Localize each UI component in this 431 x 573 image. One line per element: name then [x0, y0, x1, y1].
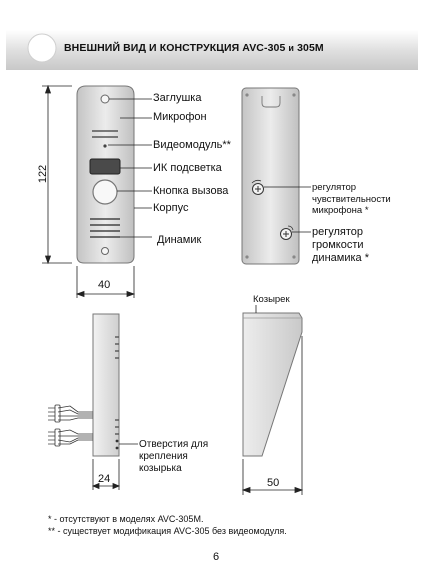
label-mic: Микрофон	[153, 111, 207, 123]
visor-width-label: 50	[267, 477, 280, 489]
side-width-dimension	[91, 459, 121, 490]
height-dimension	[42, 84, 72, 265]
mic-regulator-label: регулятор чувствительности микрофона *	[312, 182, 391, 216]
height-dim-label: 122	[37, 164, 50, 184]
mic-slots-icon	[92, 130, 118, 138]
call-button-icon	[92, 179, 118, 205]
front-panel	[76, 85, 135, 264]
ir-window-icon	[89, 158, 121, 175]
label-video-module: Видеомодуль**	[153, 139, 231, 151]
footnote-1: * - отсутствуют в моделях AVC-305M.	[48, 514, 204, 524]
video-module-icon	[103, 144, 107, 148]
label-ir: ИК подсветка	[153, 162, 222, 174]
footnote-2: ** - существует модификация AVC-305 без …	[48, 526, 287, 536]
side-panel	[92, 313, 120, 457]
speaker-regulator-label: регулятор громкости динамика *	[312, 226, 369, 264]
front-width-label: 40	[98, 279, 111, 291]
bottom-screw-icon	[101, 247, 109, 255]
visor-title: Козырек	[253, 294, 290, 305]
speaker-regulator-icon	[280, 225, 294, 240]
page-title: ВНЕШНИЙ ВИД И КОНСТРУКЦИЯ AVC-305 и 305M	[64, 42, 324, 54]
label-speaker: Динамик	[157, 234, 202, 246]
visor-panel	[242, 312, 303, 457]
speaker-grille-icon	[90, 218, 120, 238]
visor-width-dimension	[241, 336, 304, 495]
front-leaders	[108, 98, 152, 238]
back-panel	[241, 87, 300, 265]
section-header: ВНЕШНИЙ ВИД И КОНСТРУКЦИЯ AVC-305 и 305M	[6, 26, 418, 70]
header-circle-icon	[27, 33, 57, 63]
side-width-label: 24	[98, 473, 111, 485]
label-call-button: Кнопка вызова	[153, 185, 229, 197]
wire-ends-icon	[48, 404, 61, 447]
label-body: Корпус	[153, 202, 189, 214]
holes-label: Отверстия для крепления козырька	[139, 439, 209, 474]
wires-icon	[57, 405, 93, 445]
back-leaders	[264, 186, 311, 233]
mic-regulator-icon	[251, 179, 264, 195]
page-number: 6	[213, 551, 220, 563]
plug-icon	[100, 94, 110, 104]
label-plug: Заглушка	[153, 92, 202, 104]
front-width-dimension	[75, 266, 136, 298]
header-band	[6, 30, 418, 70]
